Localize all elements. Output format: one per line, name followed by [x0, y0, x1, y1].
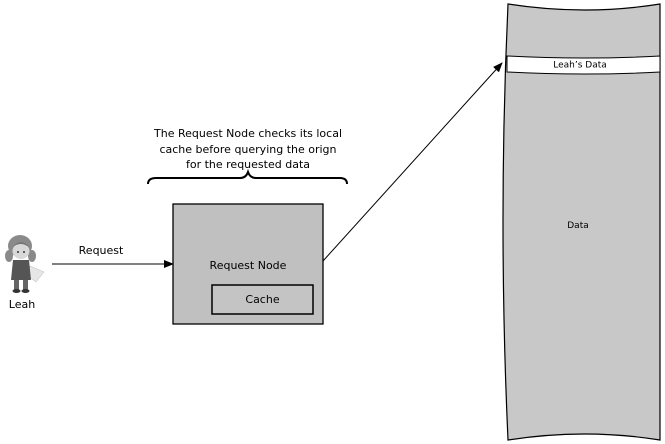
origin-query-arrow-line	[322, 62, 503, 262]
request-node: Request Node Cache	[172, 203, 324, 325]
cache-box	[211, 284, 314, 315]
annotation-brace	[147, 168, 348, 185]
origin-query-arrow	[322, 62, 503, 262]
request-node-label: Request Node	[210, 259, 287, 272]
annotation-line-3: for the requested data	[186, 158, 310, 171]
request-arrow-label: Request	[79, 244, 124, 257]
data-store: Leah’s Data Data	[502, 3, 661, 441]
user-figure: Leah	[5, 235, 45, 311]
annotation: The Request Node checks its local cache …	[147, 127, 348, 185]
leahs-data-band	[506, 55, 661, 75]
data-store-shape	[502, 3, 661, 441]
leahs-data-label: Leah’s Data	[553, 61, 607, 71]
cache-label: Cache	[245, 293, 279, 306]
user-name-label: Leah	[9, 298, 35, 311]
user-avatar-icon	[5, 235, 45, 293]
request-arrow: Request	[52, 244, 174, 268]
annotation-line-2: cache before querying the orign	[159, 143, 336, 156]
annotation-line-1: The Request Node checks its local	[153, 127, 342, 140]
data-label: Data	[567, 221, 589, 231]
